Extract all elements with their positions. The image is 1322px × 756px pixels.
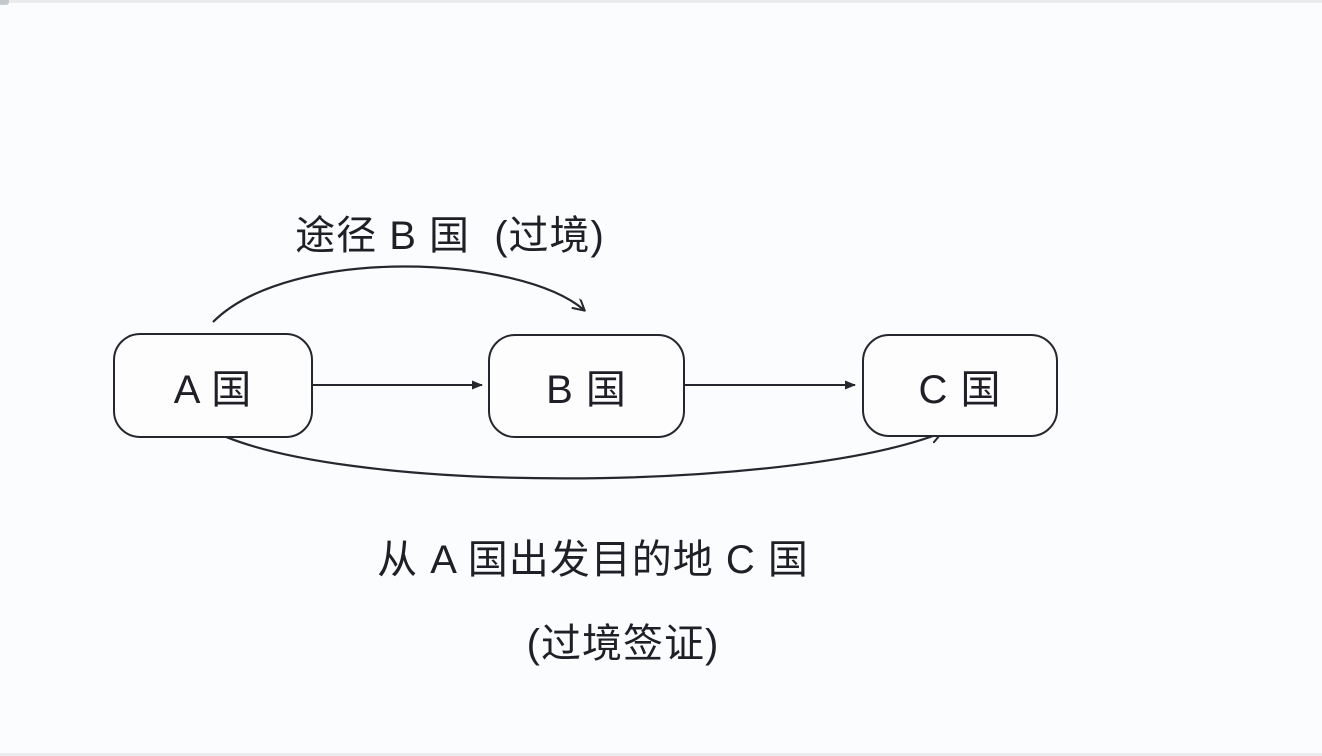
transit-route-label: 途径 B 国 (过境) [295,214,605,258]
country-a-node: A 国 [113,333,313,438]
transit-visa-label: (过境签证) [526,622,720,666]
bottom-edge-divider [0,753,1322,756]
journey-description-label: 从 A 国出发目的地 C 国 [377,538,809,582]
curved-arrow-a-to-b-top [212,265,584,323]
corner-artifact [0,0,9,5]
country-a-label: A 国 [173,367,253,412]
country-b-label: B 国 [546,368,627,412]
top-edge-divider [0,0,1322,3]
country-c-node: C 国 [862,334,1058,437]
country-b-node: B 国 [488,334,685,438]
country-c-label: C 国 [918,367,1002,412]
curved-arrow-a-to-c-bottom [204,426,941,480]
